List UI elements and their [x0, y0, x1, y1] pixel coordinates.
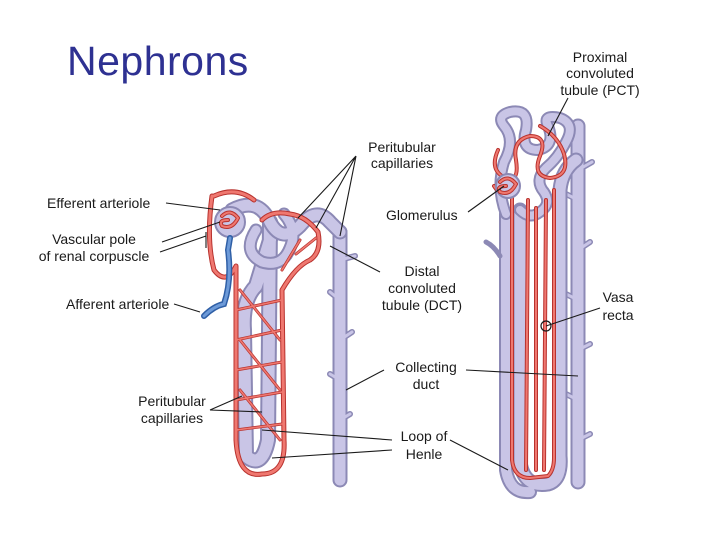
label-pct-line3: tubule (PCT) [560, 82, 639, 98]
right-nephron [486, 111, 592, 492]
label-vasa-line1: Vasa [603, 289, 634, 305]
left-collecting-duct [330, 232, 355, 480]
label-efferent-arteriole: Efferent arteriole [47, 195, 150, 211]
label-peritubular-bottom-line1: Peritubular [138, 393, 206, 409]
label-dct-line1: Distal [404, 263, 439, 279]
label-dct-line3: tubule (DCT) [382, 297, 462, 313]
label-vascular-pole-line2: of renal corpuscle [39, 248, 150, 264]
label-peritubular-top-line2: capillaries [371, 155, 433, 171]
label-glomerulus: Glomerulus [386, 207, 458, 223]
label-vasa-line2: recta [602, 307, 633, 323]
label-peritubular-top-line1: Peritubular [368, 139, 436, 155]
label-collecting-line1: Collecting [395, 359, 456, 375]
label-peritubular-bottom-line2: capillaries [141, 410, 203, 426]
label-dct-line2: convoluted [388, 280, 456, 296]
label-loop-line1: Loop of [401, 428, 448, 444]
label-pct-line2: convoluted [566, 65, 634, 81]
label-loop-line2: Henle [406, 446, 443, 462]
label-pct-line1: Proximal [573, 49, 627, 65]
label-afferent-arteriole: Afferent arteriole [66, 296, 169, 312]
label-vascular-pole-line1: Vascular pole [52, 231, 136, 247]
left-nephron [204, 192, 355, 480]
right-glomerulus [496, 174, 520, 198]
label-collecting-line2: duct [413, 376, 440, 392]
